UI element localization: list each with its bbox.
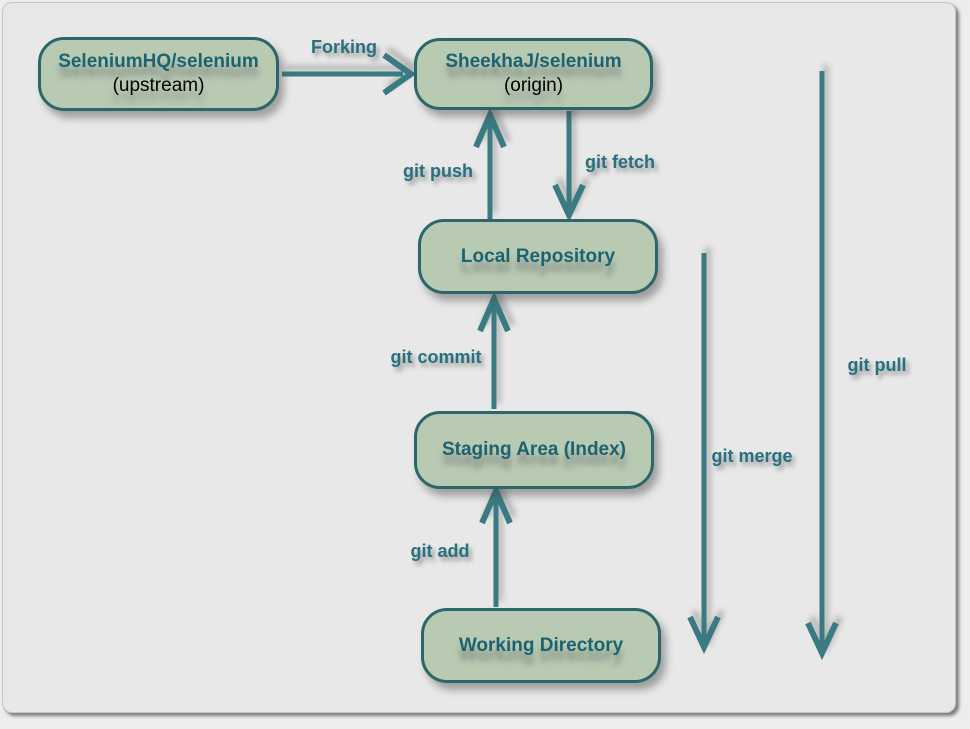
arrow-label-git-pull: git pull <box>847 355 907 375</box>
node-origin-subtitle: (origin) <box>503 75 564 96</box>
node-upstream-title: SeleniumHQ/selenium <box>58 51 259 73</box>
arrow-label-git-commit: git commit <box>390 347 482 367</box>
node-working-directory: Working Directory <box>421 608 661 683</box>
arrow-label-forking: Forking <box>311 37 377 57</box>
node-origin-title: SheekhaJ/selenium <box>445 51 622 73</box>
arrow-label-git-merge: git merge <box>711 446 793 466</box>
arrow-label-git-push: git push <box>403 161 473 181</box>
node-upstream: SeleniumHQ/selenium (upstream) <box>38 37 279 111</box>
node-staging-area-title: Staging Area (Index) <box>441 439 627 461</box>
node-local-repository: Local Repository <box>418 219 658 294</box>
forking-arrow <box>282 52 417 96</box>
node-local-repository-title: Local Repository <box>460 245 616 267</box>
node-origin: SheekhaJ/selenium (origin) <box>414 38 653 110</box>
diagram-frame: SeleniumHQ/selenium (upstream) SheekhaJ/… <box>2 2 956 713</box>
node-working-directory-title: Working Directory <box>458 634 624 656</box>
node-staging-area: Staging Area (Index) <box>414 411 654 489</box>
arrow-label-git-fetch: git fetch <box>585 152 655 172</box>
arrow-label-git-add: git add <box>410 541 470 561</box>
node-upstream-subtitle: (upstream) <box>112 75 205 96</box>
git-add-arrow <box>479 483 513 607</box>
git-pull-arrow <box>805 71 839 661</box>
